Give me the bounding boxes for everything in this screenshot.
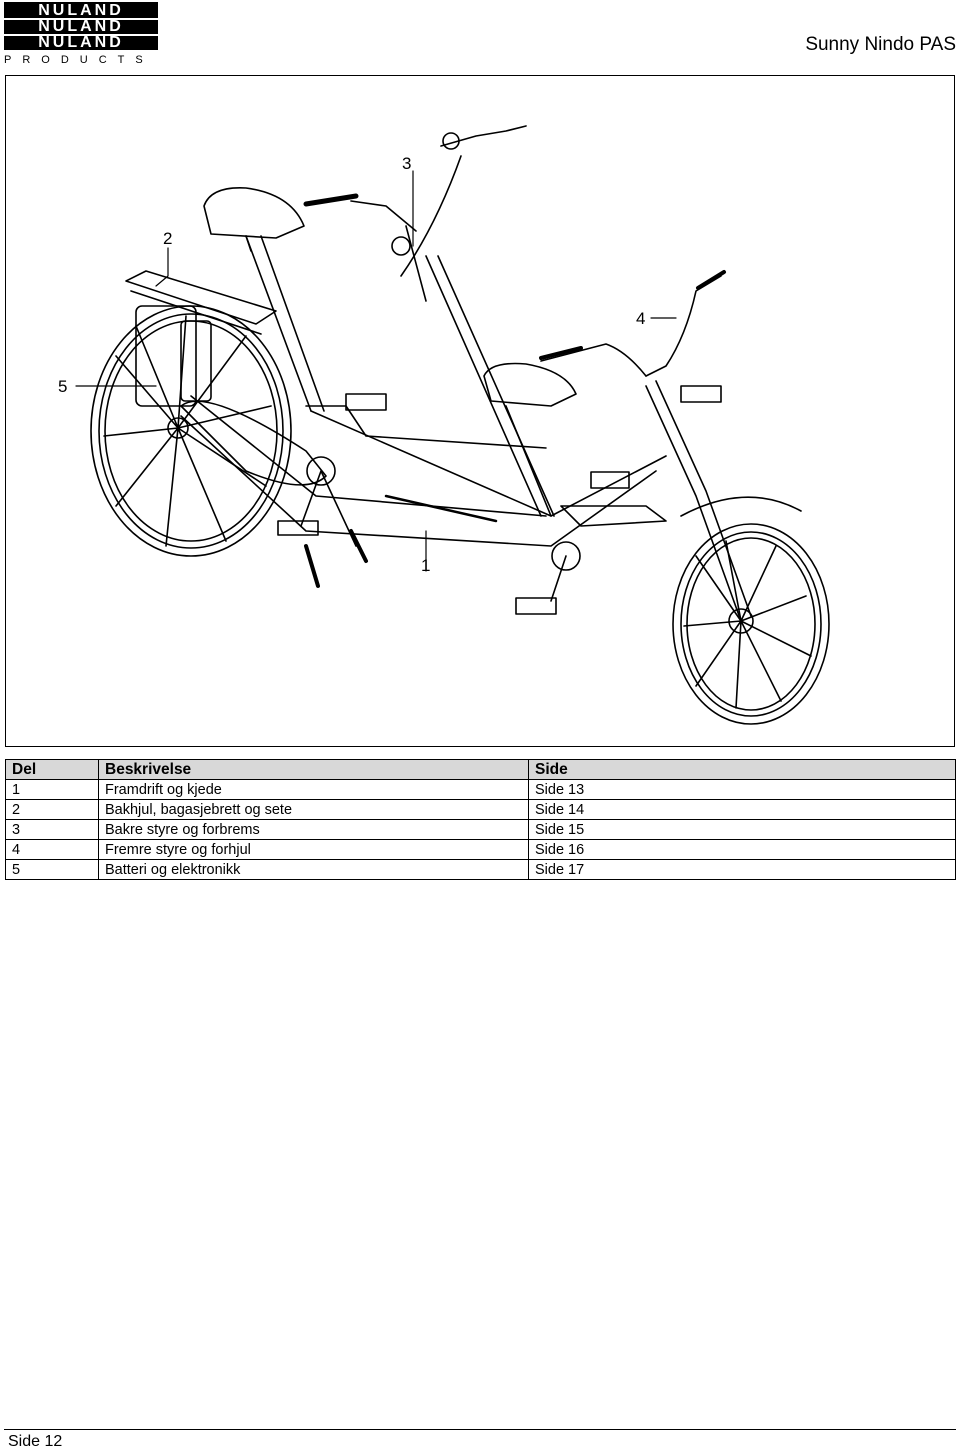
table-row: 5 Batteri og elektronikk Side 17	[5, 859, 956, 880]
cell-beskrivelse: Fremre styre og forhjul	[98, 839, 529, 860]
luggage-rack	[125, 270, 277, 407]
tandem-bicycle-drawing: 1 2 3 4 5	[58, 125, 830, 725]
cell-del: 3	[5, 819, 99, 840]
table-row: 2 Bakhjul, bagasjebrett og sete Side 14	[5, 799, 956, 820]
callout-4: 4	[636, 309, 645, 328]
cell-del: 2	[5, 799, 99, 820]
column-header-del: Del	[5, 759, 99, 780]
parts-table: Del Beskrivelse Side 1 Framdrift og kjed…	[5, 759, 956, 880]
pedals	[277, 385, 722, 615]
document-title: Sunny Nindo PAS	[805, 34, 956, 55]
cell-side: Side 16	[528, 839, 956, 860]
logo-subtitle: PRODUCTS	[4, 54, 154, 66]
cell-beskrivelse: Batteri og elektronikk	[98, 859, 529, 880]
callout-1: 1	[421, 556, 430, 575]
frame	[180, 235, 752, 622]
column-header-beskrivelse: Beskrivelse	[98, 759, 529, 780]
rear-handlebar	[303, 125, 527, 302]
chain-guard	[180, 400, 327, 486]
logo-line: NULAND	[4, 35, 158, 52]
front-wheel	[672, 496, 830, 725]
callout-3: 3	[402, 154, 411, 173]
table-header-row: Del Beskrivelse Side	[5, 759, 956, 780]
bicycle-diagram: 1 2 3 4 5	[5, 75, 955, 747]
callout-leaders	[75, 170, 677, 572]
cell-del: 5	[5, 859, 99, 880]
cell-side: Side 13	[528, 779, 956, 800]
cell-beskrivelse: Framdrift og kjede	[98, 779, 529, 800]
table-row: 3 Bakre styre og forbrems Side 15	[5, 819, 956, 840]
page-number: Side 12	[8, 1433, 63, 1450]
callout-labels: 1 2 3 4 5	[58, 154, 645, 575]
cell-beskrivelse: Bakhjul, bagasjebrett og sete	[98, 799, 529, 820]
rear-seat	[203, 187, 305, 252]
cell-side: Side 17	[528, 859, 956, 880]
front-handlebar	[539, 270, 726, 377]
front-seat	[483, 362, 577, 407]
table-row: 4 Fremre styre og forhjul Side 16	[5, 839, 956, 860]
callout-2: 2	[163, 229, 172, 248]
logo-mark: NULAND NULAND NULAND	[4, 2, 158, 52]
company-logo: NULAND NULAND NULAND PRODUCTS	[4, 2, 160, 66]
table-row: 1 Framdrift og kjede Side 13	[5, 779, 956, 800]
rear-wheel	[90, 305, 292, 557]
cell-side: Side 15	[528, 819, 956, 840]
cell-beskrivelse: Bakre styre og forbrems	[98, 819, 529, 840]
cell-del: 4	[5, 839, 99, 860]
column-header-side: Side	[528, 759, 956, 780]
footer-divider	[4, 1429, 956, 1430]
cell-del: 1	[5, 779, 99, 800]
callout-5: 5	[58, 377, 67, 396]
logo-line: NULAND	[4, 19, 158, 36]
cell-side: Side 14	[528, 799, 956, 820]
logo-line: NULAND	[4, 3, 158, 20]
